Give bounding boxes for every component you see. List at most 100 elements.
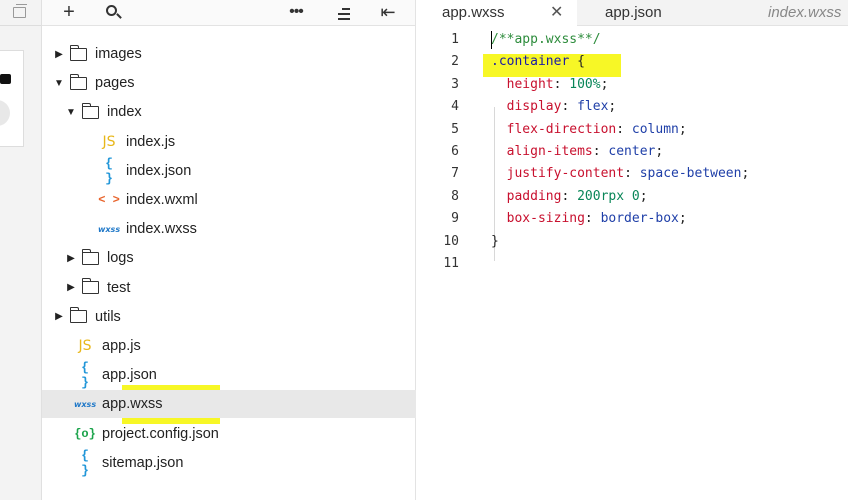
line-number: 3 bbox=[451, 76, 459, 92]
tree-item-index-json[interactable]: { }index.json bbox=[42, 155, 416, 186]
code-token: : bbox=[624, 166, 640, 182]
tree-item-label: project.config.json bbox=[102, 425, 219, 442]
tree-item-index[interactable]: ▼ index bbox=[42, 98, 416, 126]
tree-item-index-wxml[interactable]: < > index.wxml bbox=[42, 186, 416, 214]
chevron-down-icon[interactable]: ▼ bbox=[54, 77, 64, 89]
add-file-button[interactable]: + bbox=[63, 1, 75, 23]
window-icon[interactable] bbox=[13, 4, 27, 18]
collapse-icon-line-2 bbox=[338, 13, 350, 15]
code-token: display bbox=[491, 99, 562, 115]
code-token: 100% bbox=[569, 76, 601, 92]
text-cursor bbox=[491, 31, 492, 49]
code-line: 4 display: flex; bbox=[417, 96, 848, 118]
code-text: padding: 200rpx 0; bbox=[491, 186, 648, 208]
code-line: 6 align-items: center; bbox=[417, 141, 848, 163]
dock-panel-button[interactable]: ⇤ bbox=[380, 2, 396, 22]
code-text: } bbox=[491, 231, 499, 253]
code-text: /**app.wxss**/ bbox=[491, 29, 601, 51]
avatar-placeholder bbox=[0, 100, 10, 126]
folder-open-icon bbox=[69, 73, 87, 90]
code-token: ; bbox=[678, 121, 687, 137]
code-line: 3 height: 100%; bbox=[417, 74, 848, 96]
code-text: justify-content: space-between; bbox=[491, 163, 750, 185]
code-text: align-items: center; bbox=[491, 141, 664, 163]
tree-item-utils[interactable]: ▶ utils bbox=[42, 303, 416, 331]
wxml-file-icon: < > bbox=[98, 193, 120, 207]
tab-app-wxss[interactable]: app.wxss ✕ bbox=[417, 0, 577, 26]
wxss-file-icon: wxss bbox=[98, 224, 121, 234]
code-text: flex-direction: column; bbox=[491, 119, 687, 141]
code-token: .container bbox=[491, 54, 570, 70]
tree-item-label: index bbox=[107, 104, 142, 121]
tree-item-label: images bbox=[95, 46, 142, 62]
folder-icon bbox=[81, 278, 99, 295]
tree-item-test[interactable]: ▶ test bbox=[42, 274, 416, 302]
simulator-toolbar bbox=[0, 0, 41, 26]
code-token: padding bbox=[491, 188, 562, 204]
collapse-all-button[interactable] bbox=[334, 0, 352, 26]
code-line: 7 justify-content: space-between; bbox=[417, 163, 848, 185]
chevron-right-icon[interactable]: ▶ bbox=[55, 48, 63, 60]
indent-guide bbox=[494, 107, 495, 261]
tree-item-label: test bbox=[107, 279, 131, 296]
line-number: 10 bbox=[443, 233, 459, 249]
search-button[interactable] bbox=[104, 0, 122, 26]
chevron-right-icon[interactable]: ▶ bbox=[67, 252, 75, 264]
line-number: 1 bbox=[451, 32, 459, 47]
code-token: : bbox=[584, 211, 601, 227]
line-number: 9 bbox=[451, 211, 459, 227]
code-token: box-sizing bbox=[491, 211, 585, 227]
collapse-icon-line-3 bbox=[338, 18, 350, 20]
tree-item-label: utils bbox=[95, 308, 121, 325]
yellow-highlight-mark bbox=[483, 54, 621, 77]
code-token: ; bbox=[639, 188, 648, 204]
js-file-icon: JS bbox=[102, 133, 116, 150]
tab-app-json[interactable]: app.json bbox=[577, 0, 737, 26]
more-options-button[interactable]: ••• bbox=[289, 3, 304, 20]
code-token: : bbox=[592, 144, 609, 159]
chevron-right-icon[interactable]: ▶ bbox=[67, 282, 75, 294]
tree-item-logs[interactable]: ▶logs bbox=[42, 244, 416, 272]
code-text: box-sizing: border-box; bbox=[491, 208, 687, 230]
code-token: border-box bbox=[600, 211, 679, 227]
chevron-down-icon[interactable]: ▼ bbox=[66, 106, 76, 118]
tree-item-label: pages bbox=[95, 75, 135, 92]
tree-item-project-config-json[interactable]: {o}project.config.json bbox=[42, 420, 416, 448]
tree-item-app-json[interactable]: { }app.json bbox=[42, 360, 416, 390]
tree-item-label: index.wxml bbox=[126, 192, 198, 208]
code-token: : bbox=[561, 99, 578, 115]
line-number: 7 bbox=[451, 166, 459, 182]
close-icon[interactable]: ✕ bbox=[550, 4, 564, 21]
code-text: height: 100%; bbox=[491, 74, 609, 96]
code-token: : bbox=[616, 121, 632, 137]
tree-item-images[interactable]: ▶ images bbox=[42, 40, 416, 68]
code-line: 11 bbox=[417, 253, 848, 275]
folder-icon bbox=[69, 307, 87, 324]
editor-tabs: app.wxss ✕ app.json index.wxss bbox=[417, 0, 848, 26]
code-token: ; bbox=[608, 99, 617, 115]
code-line: 2.container { bbox=[417, 51, 848, 73]
search-icon bbox=[106, 5, 117, 16]
code-token: column bbox=[631, 121, 679, 137]
code-token: align-items bbox=[491, 144, 593, 159]
tree-item-label: app.json bbox=[102, 367, 157, 384]
code-token: { bbox=[569, 54, 585, 70]
tree-item-sitemap-json[interactable]: { }sitemap.json bbox=[42, 448, 416, 478]
code-text: display: flex; bbox=[491, 96, 617, 118]
folder-icon bbox=[81, 248, 99, 265]
code-token: ; bbox=[655, 144, 664, 159]
tree-item-label: sitemap.json bbox=[102, 454, 184, 471]
tree-item-pages[interactable]: ▼ pages bbox=[42, 69, 416, 97]
json-file-icon: { } bbox=[105, 155, 113, 186]
tab-label: app.json bbox=[605, 4, 662, 21]
code-line: 5 flex-direction: column; bbox=[417, 119, 848, 141]
code-token: center bbox=[608, 144, 656, 159]
tab-index-wxss[interactable]: index.wxss bbox=[737, 0, 848, 26]
code-token: : bbox=[561, 188, 578, 204]
chevron-right-icon[interactable]: ▶ bbox=[55, 311, 63, 323]
wxss-file-icon: wxss bbox=[74, 399, 97, 409]
